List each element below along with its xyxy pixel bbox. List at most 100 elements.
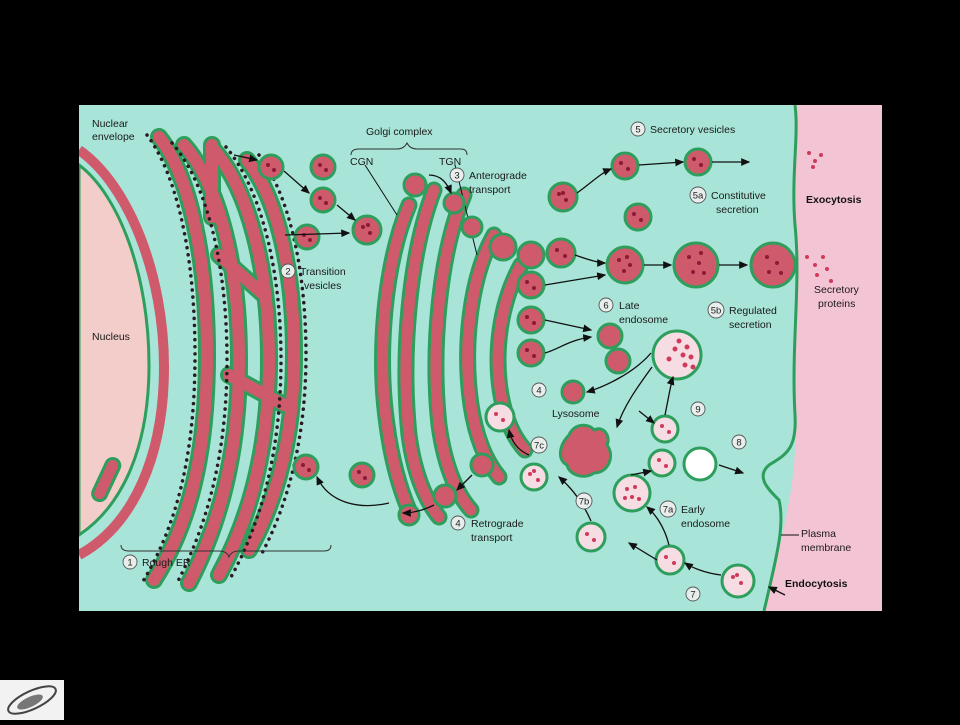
anterograde-vesicle — [516, 240, 546, 270]
step-5a-constitutive: 5a Constitutive secretion — [689, 186, 766, 216]
endocytic-vesicles — [484, 401, 756, 599]
step-6-late-endosome: 6 Late endosome — [598, 297, 668, 326]
endocytic-vesicle — [519, 462, 549, 492]
golgi-complex-brace — [350, 141, 468, 156]
cgn-pointer — [364, 164, 398, 216]
step-2-transition: 2 Transition vesicles — [280, 263, 346, 292]
step-5b-regulated: 5b Regulated secretion — [707, 301, 777, 331]
svg-text:Anterograde: Anterograde — [469, 170, 527, 182]
svg-text:envelope: envelope — [92, 131, 135, 143]
empty-vesicle — [682, 446, 718, 482]
endocytic-vesicle — [654, 544, 686, 576]
retrograde-vesicle — [292, 453, 320, 481]
svg-text:secretion: secretion — [729, 319, 772, 331]
svg-text:2: 2 — [285, 267, 290, 278]
plasma-membrane-label: Plasma membrane — [781, 528, 851, 554]
svg-text:7a: 7a — [663, 505, 674, 516]
rough-er-brace — [120, 544, 332, 559]
svg-text:3: 3 — [454, 171, 459, 182]
lysosome-label: Lysosome — [552, 408, 600, 420]
step-1-rough-er: 1 Rough ER — [122, 554, 191, 570]
step-4-retrograde: 4 Retrograde transport — [450, 515, 524, 544]
endocytic-vesicle — [575, 521, 607, 553]
svg-text:membrane: membrane — [801, 542, 851, 554]
svg-text:Early: Early — [681, 504, 706, 516]
step-7: 7 — [685, 586, 701, 602]
svg-text:endosome: endosome — [619, 314, 668, 326]
svg-text:Constitutive: Constitutive — [711, 190, 766, 202]
anterograde-vesicle — [516, 270, 546, 300]
pathway-arrows — [233, 154, 786, 596]
svg-text:Secretory vesicles: Secretory vesicles — [650, 124, 735, 136]
transition-vesicle — [309, 186, 337, 214]
rough-er — [140, 128, 308, 592]
endocytic-vesicle — [647, 448, 677, 478]
secretory-vesicle — [683, 147, 713, 177]
golgi-complex-label: Golgi complex — [366, 126, 433, 138]
svg-text:transport: transport — [471, 532, 513, 544]
step-5-secretory: 5 Secretory vesicles — [630, 121, 735, 137]
svg-text:secretion: secretion — [716, 204, 759, 216]
step-9: 9 — [690, 401, 706, 417]
nuclear-envelope — [79, 145, 170, 560]
regulated-vesicle — [605, 245, 645, 285]
step-7c: 7c — [530, 436, 548, 454]
vesicles — [257, 147, 797, 527]
lysosome-vesicle — [560, 379, 586, 405]
retrograde-vesicle — [432, 483, 458, 509]
regulated-vesicle — [749, 241, 797, 289]
anterograde-vesicle — [547, 181, 579, 213]
late-endosome-cargo — [666, 338, 696, 370]
step-4-lysosome: 4 — [531, 382, 547, 398]
anterograde-vesicle — [516, 305, 546, 335]
transition-vesicle — [309, 153, 337, 181]
plasma-membrane — [761, 105, 799, 611]
secretory-vesicle — [610, 151, 640, 181]
regulated-vesicle — [672, 241, 720, 289]
svg-text:Nuclear: Nuclear — [92, 118, 129, 130]
svg-text:transport: transport — [469, 184, 511, 196]
late-endosome-vesicle — [604, 347, 632, 375]
nucleus-label: Nucleus — [92, 331, 130, 343]
step-7a-early-endosome: 7a Early endosome — [659, 500, 730, 530]
step-3-anterograde: 3 Anterograde transport — [449, 167, 527, 196]
svg-text:Regulated: Regulated — [729, 305, 777, 317]
retrograde-vesicle — [469, 452, 495, 478]
anterograde-vesicle — [545, 237, 577, 269]
late-endosome — [651, 329, 703, 381]
svg-text:7b: 7b — [579, 497, 590, 508]
endocytosis-label: Endocytosis — [785, 578, 848, 590]
svg-text:5a: 5a — [693, 191, 704, 202]
svg-text:proteins: proteins — [818, 298, 855, 310]
svg-text:Transition: Transition — [300, 266, 346, 278]
svg-text:7c: 7c — [534, 441, 544, 452]
nuclear-envelope-label: Nuclear envelope — [92, 118, 135, 143]
corner-logo — [0, 680, 64, 720]
svg-text:Late: Late — [619, 300, 640, 312]
early-endosome — [612, 473, 652, 513]
svg-text:Plasma: Plasma — [801, 528, 836, 540]
svg-text:9: 9 — [695, 405, 700, 416]
secretory-proteins-label: Secretory proteins — [814, 284, 860, 310]
svg-text:5: 5 — [635, 125, 640, 136]
golgi-vesicle — [442, 191, 466, 215]
svg-text:6: 6 — [603, 301, 608, 312]
secretory-protein-dots — [805, 151, 833, 283]
late-endosome-vesicle — [596, 322, 624, 350]
svg-text:Rough ER: Rough ER — [142, 557, 191, 569]
svg-text:4: 4 — [536, 386, 541, 397]
transition-vesicle — [293, 223, 321, 251]
svg-text:1: 1 — [127, 558, 132, 569]
step-8: 8 — [731, 434, 747, 450]
svg-text:vesicles: vesicles — [304, 280, 341, 292]
tgn-label: TGN — [439, 156, 461, 168]
svg-text:4: 4 — [455, 519, 460, 530]
svg-text:5b: 5b — [711, 306, 722, 317]
endocytic-vesicle — [650, 414, 680, 444]
endocytic-cargo — [494, 412, 743, 585]
golgi-vesicle — [460, 215, 484, 239]
step-7b: 7b — [575, 492, 593, 510]
extracellular-space — [764, 105, 882, 611]
svg-text:endosome: endosome — [681, 518, 730, 530]
lysosome — [559, 423, 612, 478]
